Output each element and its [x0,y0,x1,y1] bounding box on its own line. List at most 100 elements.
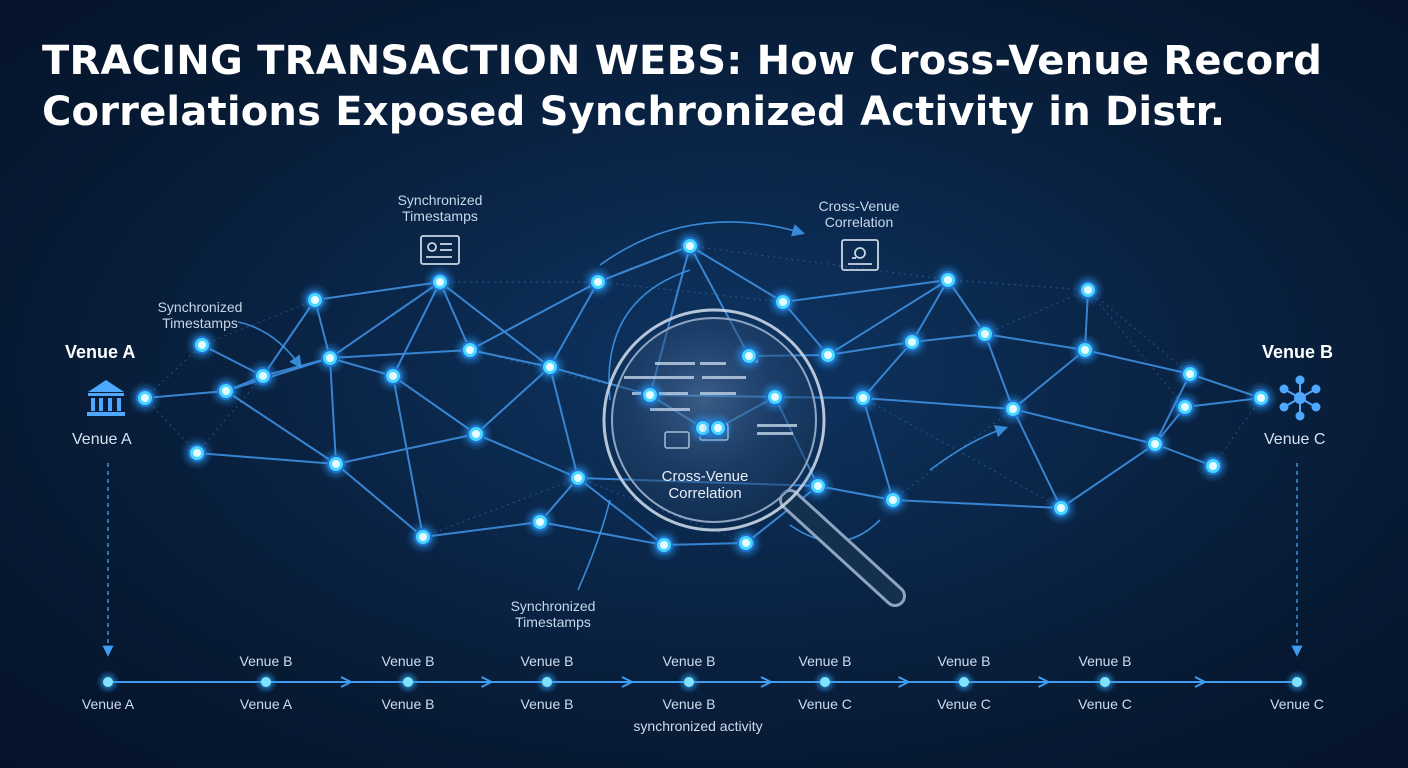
network-node [319,447,353,481]
network-node [246,359,280,393]
network-edge [549,366,579,479]
network-node [581,265,615,299]
network-node [1044,491,1078,525]
network-node [968,317,1002,351]
network-node [423,265,457,299]
network-node [1138,427,1172,461]
timeline [96,670,1309,694]
network-node [647,528,681,562]
timeline-bottom-label: Venue C [798,696,852,712]
timeline-point [813,670,837,694]
timeline-bottom-label: Venue A [81,696,135,712]
network-node [1173,357,1207,391]
network-edge [1084,349,1191,375]
timeline-arrow [481,676,494,688]
network-node [1071,273,1105,307]
network-node [931,263,965,297]
title-line-1: TRACING TRANSACTION WEBS: How Cross-Venu… [42,38,1323,84]
network-node [376,359,410,393]
network-node [801,469,835,503]
network-edge [689,245,784,303]
timeline-point [254,670,278,694]
timeline-arrow [1038,676,1051,688]
timeline-bottom-label: Venue C [937,696,991,712]
timeline-point [677,670,701,694]
network-edge [475,433,579,479]
timeline-top-label: Venue B [1078,653,1132,669]
network-node [185,328,219,362]
timeline-note: synchronized activity [633,718,763,734]
network-node [459,417,493,451]
network-edge [1012,408,1156,445]
timeline-top-label: Venue B [937,653,991,669]
network-edge [196,452,337,465]
network-node [758,380,792,414]
network-node [1196,449,1230,483]
network-edge [862,397,894,501]
network-node [1244,381,1278,415]
timeline-point [952,670,976,694]
network-edge [314,281,441,301]
timeline-top-label: Venue B [662,653,716,669]
timeline-bottom-label: Venue B [662,696,716,712]
venue-a-subtitle: Venue A [72,431,132,448]
network-node [811,338,845,372]
network-edge [329,349,471,359]
network-node [523,505,557,539]
network-edge [1060,443,1156,509]
network-edge [577,477,665,546]
timeline-bottom-label: Venue B [520,696,574,712]
dashboard-icon [420,235,460,265]
timeline-arrow [1194,676,1208,688]
network-node [846,381,880,415]
network-edge [335,463,424,538]
network-edge [392,375,424,538]
timeline-bottom-label: Venue C [1270,696,1324,712]
network-edge [329,281,441,359]
timeline-point [1285,670,1309,694]
network-node [1168,390,1202,424]
venue-a-title: Venue A [65,342,136,362]
timeline-bottom-label: Venue B [381,696,435,712]
network-node [298,283,332,317]
network-node [996,392,1030,426]
network-node [633,378,667,412]
network-edge [862,397,1014,410]
network-node [406,520,440,554]
network-node [766,285,800,319]
network-edge [225,390,337,465]
network-edge [439,281,551,368]
timeline-top-label: Venue B [520,653,574,669]
network-node [561,461,595,495]
timeline-arrow [898,676,911,688]
network-node [313,341,347,375]
timeline-bottom-label: Venue C [1078,696,1132,712]
bank-icon [87,380,125,416]
network-node [876,483,910,517]
timeline-top-label: Venue B [381,653,435,669]
network-node [895,325,929,359]
network-node [701,411,735,445]
network-edge [782,279,949,303]
network-edge [1012,408,1062,509]
network-node [1068,333,1102,367]
network-edge [469,281,599,351]
title-line-2: Correlations Exposed Synchronized Activi… [42,89,1226,135]
network-edge [539,521,665,546]
network-node [729,526,763,560]
network-edge [827,279,949,356]
timeline-bottom-label: Venue A [239,696,293,712]
network-edge [892,499,1062,509]
network-edge [392,281,441,377]
timeline-point [535,670,559,694]
venue-b-title: Venue B [1262,342,1334,362]
timeline-arrow [340,676,354,688]
timeline-top-label: Venue B [798,653,852,669]
timeline-arrow [760,676,774,688]
timeline-point [96,670,120,694]
